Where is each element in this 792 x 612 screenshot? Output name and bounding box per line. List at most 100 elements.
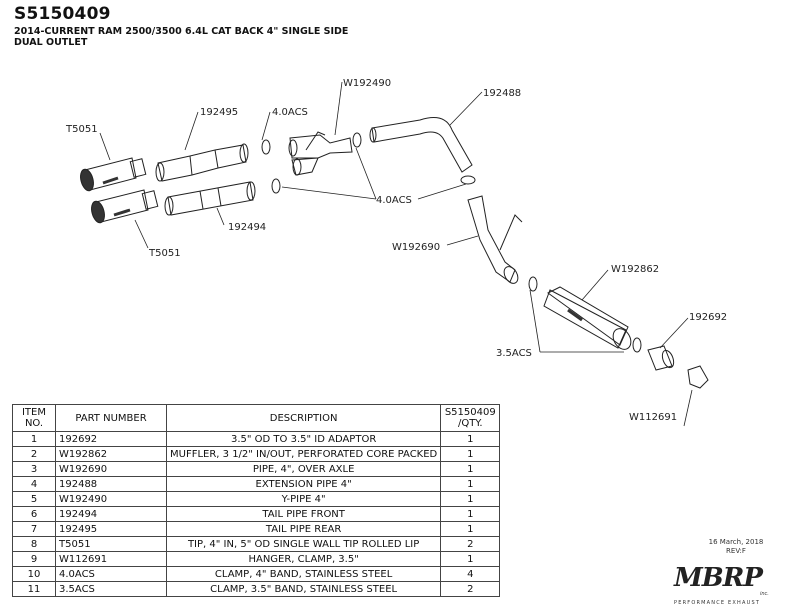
header-item-line1: ITEM bbox=[21, 407, 46, 418]
cell-item-no: 5 bbox=[12, 491, 56, 507]
callout-35acs: 3.5ACS bbox=[496, 348, 532, 359]
callout-w112691: W112691 bbox=[629, 412, 677, 423]
cell-qty: 1 bbox=[440, 476, 501, 492]
logo-tagline: PERFORMANCE EXHAUST bbox=[674, 600, 760, 606]
tip-t5051-bottom bbox=[91, 189, 159, 224]
callout-4acs-top: 4.0ACS bbox=[272, 107, 308, 118]
kit-part-number: S5150409 bbox=[14, 4, 111, 24]
callout-w192490: W192490 bbox=[343, 78, 391, 89]
callout-t5051-bottom: T5051 bbox=[148, 248, 181, 259]
adaptor-192692 bbox=[647, 345, 675, 371]
cell-part-number: 192692 bbox=[55, 431, 167, 447]
clamp-4acs-1 bbox=[261, 139, 271, 155]
callout-4acs-mid: 4.0ACS bbox=[376, 195, 412, 206]
logo-wordmark: MBRP bbox=[673, 563, 764, 593]
callout-192692: 192692 bbox=[689, 312, 727, 323]
cell-part-number: 192488 bbox=[55, 476, 167, 492]
cell-description: MUFFLER, 3 1/2" IN/OUT, PERFORATED CORE … bbox=[165, 446, 442, 462]
clamp-35acs-1 bbox=[528, 276, 538, 292]
logo-inc: inc. bbox=[760, 591, 769, 597]
drawing-date: 16 March, 2018 bbox=[708, 538, 764, 546]
over-axle-pipe-w192690 bbox=[467, 195, 523, 284]
parts bbox=[80, 117, 709, 389]
callout-w192690: W192690 bbox=[392, 242, 440, 253]
clamp-35acs-2 bbox=[632, 337, 642, 353]
callout-192495: 192495 bbox=[200, 107, 238, 118]
y-pipe-w192490 bbox=[288, 131, 353, 176]
cell-description: Y-PIPE 4" bbox=[165, 491, 442, 507]
table-header-row: ITEM NO. PART NUMBER DESCRIPTION S515040… bbox=[12, 404, 501, 432]
cell-item-no: 2 bbox=[12, 446, 56, 462]
clamp-4acs-3 bbox=[352, 132, 362, 148]
cell-part-number: W192862 bbox=[55, 446, 167, 462]
hanger-clamp-w112691 bbox=[687, 365, 709, 389]
revision-info: 16 March, 2018 REV:F bbox=[696, 538, 776, 556]
cell-qty: 1 bbox=[440, 491, 501, 507]
muffler-w192862 bbox=[543, 286, 632, 350]
cell-description: PIPE, 4", OVER AXLE bbox=[165, 461, 442, 477]
cell-description: TAIL PIPE FRONT bbox=[165, 506, 442, 522]
cell-description: TAIL PIPE REAR bbox=[165, 521, 442, 537]
bill-of-materials-table: ITEM NO. PART NUMBER DESCRIPTION S515040… bbox=[12, 404, 501, 597]
tip-t5051-top bbox=[80, 157, 147, 192]
cell-item-no: 6 bbox=[12, 506, 56, 522]
cell-item-no: 11 bbox=[12, 581, 56, 597]
cell-qty: 1 bbox=[440, 461, 501, 477]
cell-part-number: 192495 bbox=[55, 521, 167, 537]
cell-item-no: 10 bbox=[12, 566, 56, 582]
cell-qty: 4 bbox=[440, 566, 501, 582]
cell-description: TIP, 4" IN, 5" OD SINGLE WALL TIP ROLLED… bbox=[165, 536, 442, 552]
cell-description: HANGER, CLAMP, 3.5" bbox=[165, 551, 442, 567]
header-qty-line1: S5150409 bbox=[444, 407, 496, 418]
cell-item-no: 9 bbox=[12, 551, 56, 567]
cell-description: CLAMP, 3.5" BAND, STAINLESS STEEL bbox=[165, 581, 442, 597]
cell-description: 3.5" OD TO 3.5" ID ADAPTOR bbox=[165, 431, 442, 447]
revision-label: REV:F bbox=[726, 547, 746, 555]
cell-item-no: 3 bbox=[12, 461, 56, 477]
callout-192488: 192488 bbox=[483, 88, 521, 99]
leader-lines bbox=[99, 81, 693, 427]
tail-pipe-rear-192495 bbox=[155, 143, 249, 182]
cell-item-no: 1 bbox=[12, 431, 56, 447]
header-item-no: ITEM NO. bbox=[12, 404, 56, 432]
mbrp-logo: MBRP inc. PERFORMANCE EXHAUST bbox=[673, 563, 769, 606]
extension-pipe-192488 bbox=[369, 117, 473, 173]
cell-qty: 1 bbox=[440, 446, 501, 462]
cell-part-number: 3.5ACS bbox=[55, 581, 167, 597]
cell-part-number: T5051 bbox=[55, 536, 167, 552]
kit-description: 2014-CURRENT RAM 2500/3500 6.4L CAT BACK… bbox=[14, 26, 348, 48]
cell-item-no: 7 bbox=[12, 521, 56, 537]
header-description: DESCRIPTION bbox=[165, 404, 442, 432]
cell-qty: 2 bbox=[440, 536, 501, 552]
header-part-number: PART NUMBER bbox=[55, 404, 167, 432]
cell-qty: 1 bbox=[440, 551, 501, 567]
cell-description: CLAMP, 4" BAND, STAINLESS STEEL bbox=[165, 566, 442, 582]
cell-part-number: W192490 bbox=[55, 491, 167, 507]
cell-qty: 2 bbox=[440, 581, 501, 597]
tail-pipe-front-192494 bbox=[164, 181, 256, 216]
callout-w192862: W192862 bbox=[611, 264, 659, 275]
cell-part-number: 192494 bbox=[55, 506, 167, 522]
cell-qty: 1 bbox=[440, 506, 501, 522]
kit-description-line2: DUAL OUTLET bbox=[14, 37, 88, 48]
cell-part-number: 4.0ACS bbox=[55, 566, 167, 582]
cell-part-number: W112691 bbox=[55, 551, 167, 567]
header-qty-line2: /QTY. bbox=[457, 418, 483, 429]
cell-item-no: 8 bbox=[12, 536, 56, 552]
cell-item-no: 4 bbox=[12, 476, 56, 492]
header-qty: S5150409 /QTY. bbox=[440, 404, 501, 432]
cell-qty: 1 bbox=[440, 521, 501, 537]
cell-qty: 1 bbox=[440, 431, 501, 447]
cell-description: EXTENSION PIPE 4" bbox=[165, 476, 442, 492]
